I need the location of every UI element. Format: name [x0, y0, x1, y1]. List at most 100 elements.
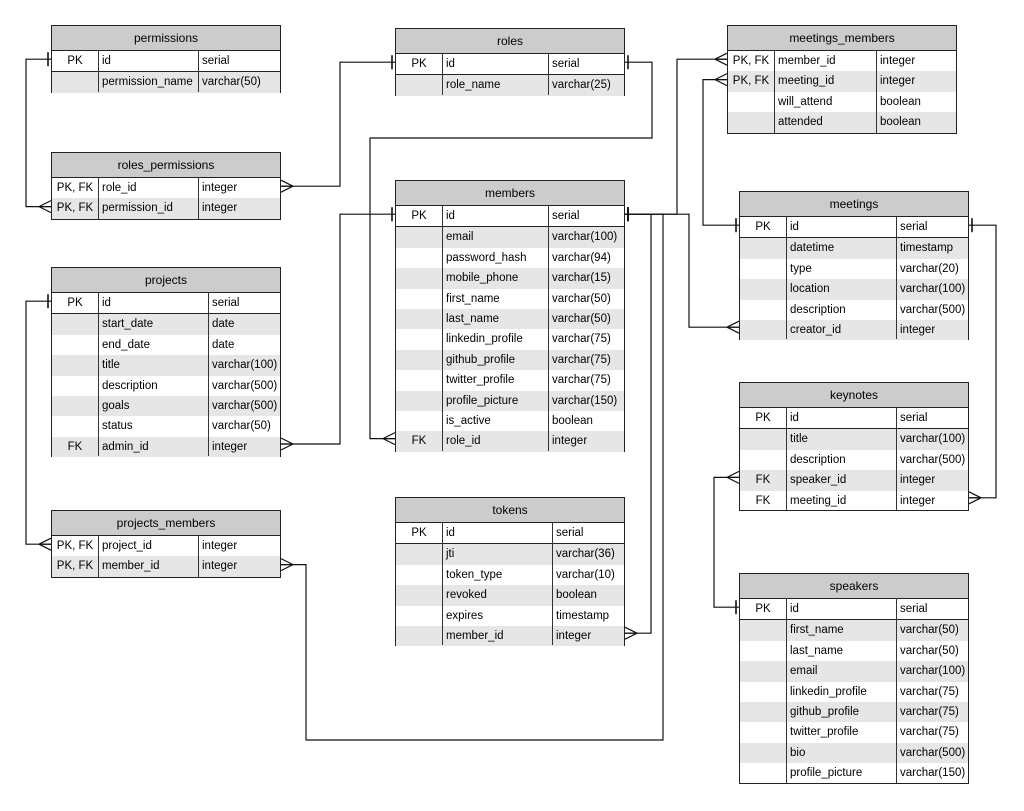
- column-divider: [198, 535, 199, 577]
- connector-members-to-tokens: [625, 213, 652, 634]
- connector-members-to-tokens-many-marker: [624, 626, 638, 640]
- column-type: date: [212, 318, 235, 331]
- column-key: PK: [755, 221, 771, 233]
- column-name: member_id: [446, 629, 504, 642]
- column-key: [728, 112, 774, 132]
- column-name: last_name: [446, 312, 500, 325]
- column-name: twitter_profile: [446, 374, 515, 387]
- column-type: varchar(36): [556, 548, 615, 561]
- connector-speakers-to-keynotes: [713, 476, 739, 608]
- column-name: meeting_id: [790, 494, 847, 507]
- column-type: varchar(500): [900, 453, 966, 466]
- column-key: [740, 279, 786, 299]
- column-key: PK: [67, 55, 83, 67]
- column-key: [52, 416, 98, 436]
- column-key: [396, 329, 442, 349]
- column-type: integer: [880, 75, 916, 88]
- table-title: tokens: [396, 498, 624, 523]
- column-name: id: [446, 210, 455, 222]
- table-row: description varchar(500): [740, 300, 968, 320]
- connector-permissions-to-roles_permissions-many-marker: [38, 200, 52, 214]
- column-name: github_profile: [446, 353, 516, 366]
- column-name: email: [790, 665, 818, 678]
- column-name: speaker_id: [790, 474, 847, 487]
- table-title: meetings: [740, 192, 968, 217]
- column-name: id: [102, 55, 111, 67]
- connector-members-to-meetings: [625, 213, 739, 328]
- column-divider: [552, 522, 553, 646]
- column-key: [396, 350, 442, 370]
- column-key: [396, 248, 442, 268]
- column-type: varchar(500): [212, 379, 278, 392]
- column-name: token_type: [446, 568, 503, 581]
- table-title: projects: [52, 268, 280, 293]
- column-divider: [896, 216, 897, 340]
- column-name: description: [102, 379, 158, 392]
- column-type: varchar(150): [552, 394, 618, 407]
- table-row: github_profile varchar(75): [396, 349, 624, 371]
- column-name: id: [102, 297, 111, 309]
- column-key: [740, 641, 786, 661]
- column-type: varchar(75): [552, 353, 611, 366]
- table-row: twitter_profile varchar(75): [396, 370, 624, 390]
- column-type: varchar(500): [900, 746, 966, 759]
- column-divider: [98, 535, 99, 577]
- column-name: goals: [102, 399, 130, 412]
- column-name: profile_picture: [790, 767, 863, 780]
- column-key: PK: [755, 412, 771, 424]
- connector-members-to-meetings-many-marker: [726, 320, 740, 334]
- column-type: boolean: [880, 95, 921, 108]
- column-key: [740, 722, 786, 742]
- column-key: PK, FK: [732, 55, 770, 67]
- column-type: varchar(94): [552, 251, 611, 264]
- column-type: serial: [552, 58, 580, 70]
- column-name: description: [790, 303, 846, 316]
- column-key: PK, FK: [56, 202, 94, 215]
- column-name: last_name: [790, 644, 844, 657]
- column-name: status: [102, 420, 133, 433]
- column-key: [396, 391, 442, 411]
- column-type: varchar(100): [900, 665, 966, 678]
- column-key: PK, FK: [732, 75, 770, 88]
- column-key: PK, FK: [56, 182, 94, 194]
- column-name: role_id: [446, 435, 481, 448]
- column-type: varchar(50): [202, 76, 261, 89]
- table-title: projects_members: [52, 511, 280, 536]
- column-name: project_id: [102, 540, 152, 552]
- column-key: FK: [755, 494, 771, 507]
- column-name: linkedin_profile: [446, 333, 523, 346]
- column-type: varchar(500): [900, 303, 966, 316]
- column-key: [52, 335, 98, 355]
- column-type: varchar(75): [552, 374, 611, 387]
- column-type: timestamp: [900, 242, 954, 255]
- column-name: twitter_profile: [790, 726, 859, 739]
- connector-members-to-projects: [281, 213, 395, 445]
- column-name: will_attend: [778, 95, 833, 108]
- column-key: [740, 743, 786, 763]
